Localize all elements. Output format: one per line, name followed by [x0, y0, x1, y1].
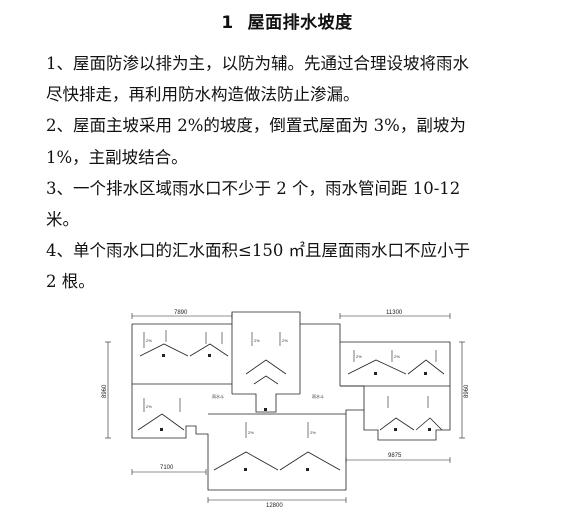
section-heading: 1 屋面排水坡度 [0, 8, 574, 33]
paragraph-1-line-1: 1、屋面防渗以排为主，以防为辅。先通过合理设坡将雨水 [46, 54, 469, 73]
slope-label: 2% [310, 430, 316, 435]
slope-label: 2% [254, 338, 260, 343]
paragraph-2-line-1: 2、屋面主坡采用 2%的坡度，倒置式屋面为 3%，副坡为 [46, 116, 466, 136]
dimension-bottom: 12800 [266, 503, 283, 509]
dimension-top-left: 7890 [174, 310, 188, 316]
section-title: 屋面排水坡度 [247, 13, 353, 33]
drain-label: 雨水斗 [312, 393, 324, 399]
paragraph-3-line-2: 米。 [46, 210, 79, 230]
paragraph-4: 4、单个雨水口的汇水面积≤150 ㎡且屋面雨水口不应小于 2 根。 [46, 235, 536, 297]
slope-label: 2% [356, 354, 362, 359]
paragraph-3-line-1: 3、一个排水区域雨水口不少于 2 个，雨水管间距 10-12 [46, 178, 461, 198]
section-number: 1 [221, 13, 234, 33]
dimension-bottom-left: 7100 [160, 465, 174, 471]
paragraph-2: 2、屋面主坡采用 2%的坡度，倒置式屋面为 3%，副坡为 1%，主副坡结合。 [46, 110, 536, 172]
paragraph-1-line-2: 尽快排走，再利用防水构造做法防止渗漏。 [46, 85, 360, 105]
dimension-top-right: 11300 [386, 310, 403, 316]
body-text: 1、屋面防渗以排为主，以防为辅。先通过合理设坡将雨水尽快排走，再利用防水构造做法… [46, 48, 536, 298]
roof-drainage-plan: 2% 2% 2% 2% 2% 2% 2% 2% 雨水斗 雨水斗 7890 113… [102, 310, 470, 509]
slope-label: 2% [282, 338, 288, 343]
drain-label: 雨水斗 [212, 393, 224, 399]
slope-label: 2% [146, 404, 152, 409]
paragraph-4-line-1: 4、单个雨水口的汇水面积≤150 ㎡且屋面雨水口不应小于 [46, 241, 471, 261]
dimension-bottom-right: 9875 [388, 453, 402, 459]
paragraph-4-line-2: 2 根。 [46, 272, 95, 292]
slope-label: 2% [394, 354, 400, 359]
slope-label: 2% [248, 430, 254, 435]
paragraph-1: 1、屋面防渗以排为主，以防为辅。先通过合理设坡将雨水尽快排走，再利用防水构造做法… [46, 48, 536, 110]
dimension-right: 8960 [464, 384, 470, 398]
dimension-left: 8960 [102, 384, 108, 398]
paragraph-3: 3、一个排水区域雨水口不少于 2 个，雨水管间距 10-12 米。 [46, 173, 536, 235]
slope-label: 2% [146, 338, 152, 343]
paragraph-2-line-2: 1%，主副坡结合。 [46, 147, 188, 167]
